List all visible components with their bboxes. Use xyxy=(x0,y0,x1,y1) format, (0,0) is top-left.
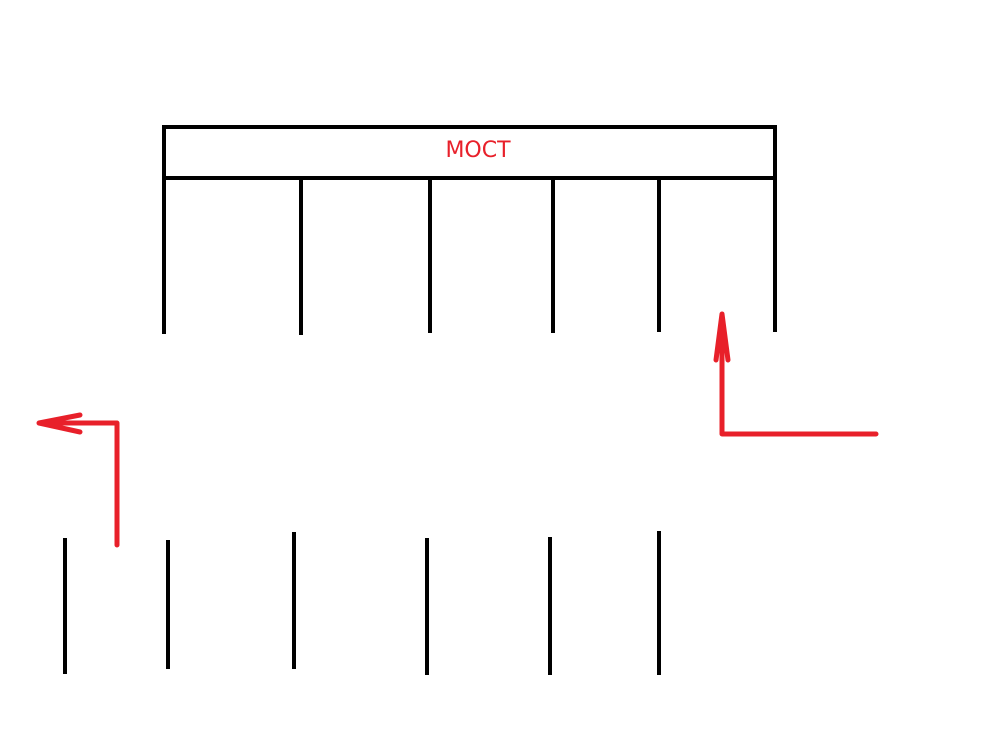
bridge-deck-outline xyxy=(162,125,777,180)
lower-posts xyxy=(63,531,661,675)
bridge-label: МОСТ xyxy=(445,138,511,163)
bridge-deck xyxy=(162,125,777,180)
arrow-up-icon xyxy=(713,311,879,437)
upper-piers xyxy=(162,178,777,335)
arrow-left-icon xyxy=(36,412,120,548)
